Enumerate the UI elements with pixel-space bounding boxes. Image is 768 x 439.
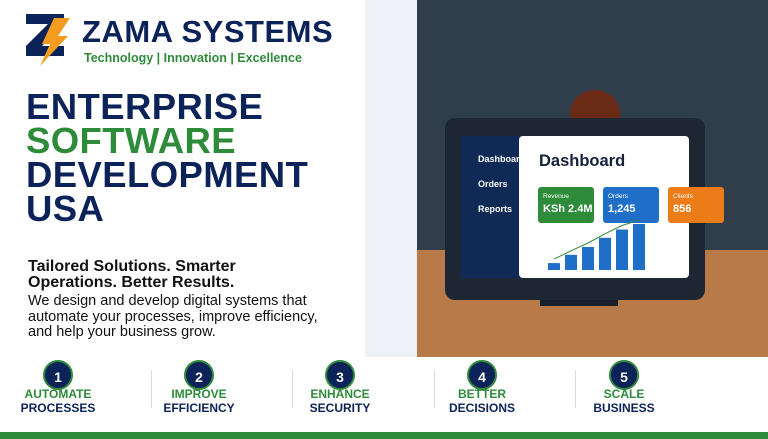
headline-line-3: DEVELOPMENT bbox=[26, 154, 309, 195]
revenue-card: Revenue KSh 2.4M bbox=[538, 187, 594, 223]
orders-card: Orders 1,245 bbox=[603, 187, 659, 223]
revenue-value: KSh 2.4M bbox=[543, 203, 593, 215]
chart-bar bbox=[599, 237, 611, 270]
step-5-number: 5 bbox=[609, 360, 639, 390]
step-divider bbox=[151, 370, 152, 408]
step-3-line-2: SECURITY bbox=[309, 401, 371, 415]
step-divider bbox=[292, 370, 293, 408]
revenue-label: Revenue bbox=[543, 193, 570, 200]
step-5-line-1: SCALE bbox=[603, 387, 645, 401]
orders-value: 1,245 bbox=[608, 203, 636, 215]
step-2: 2 IMPROVE EFFICIENCY bbox=[139, 360, 259, 415]
step-1-line-1: AUTOMATE bbox=[24, 387, 92, 401]
step-2-line-1: IMPROVE bbox=[171, 387, 227, 401]
chart-trend-line bbox=[553, 220, 640, 260]
step-4-line-1: BETTER bbox=[458, 387, 506, 401]
chart-bar bbox=[616, 229, 628, 270]
headline-line-4: USA bbox=[26, 188, 105, 229]
step-3-number: 3 bbox=[325, 360, 355, 390]
step-5: 5 SCALE BUSINESS bbox=[564, 360, 684, 415]
clients-label: Clients bbox=[673, 193, 693, 200]
bottom-accent-bar bbox=[0, 432, 768, 439]
nav-item-reports: Reports bbox=[478, 204, 513, 214]
step-2-number: 2 bbox=[184, 360, 214, 390]
step-2-line-2: EFFICIENCY bbox=[163, 401, 235, 415]
dashboard-bar-chart bbox=[548, 220, 645, 270]
dashboard-title: Dashboard bbox=[539, 152, 626, 170]
step-divider bbox=[434, 370, 435, 408]
brand-name: ZAMA SYSTEMS bbox=[82, 14, 334, 49]
clients-card: Clients 856 bbox=[668, 187, 724, 223]
step-1: 1 AUTOMATE PROCESSES bbox=[0, 360, 118, 415]
step-4-number: 4 bbox=[467, 360, 497, 390]
zama-logo-icon bbox=[26, 14, 70, 66]
background-strip bbox=[365, 0, 417, 357]
chart-bar bbox=[565, 254, 577, 270]
step-5-line-2: BUSINESS bbox=[593, 401, 655, 415]
step-divider bbox=[575, 370, 576, 408]
monitor-stand bbox=[540, 300, 618, 306]
brand-tagline: Technology | Innovation | Excellence bbox=[84, 51, 302, 65]
step-4-line-2: DECISIONS bbox=[448, 401, 515, 415]
nav-item-dashboard: Dashboard bbox=[478, 154, 526, 164]
nav-item-orders: Orders bbox=[478, 179, 508, 189]
description: We design and develop digital systems th… bbox=[28, 293, 318, 340]
chart-bar bbox=[582, 247, 594, 270]
step-3: 3 ENHANCE SECURITY bbox=[280, 360, 400, 415]
headline-line-2: SOFTWARE bbox=[26, 120, 237, 161]
headline-line-1: ENTERPRISE bbox=[26, 86, 264, 127]
step-1-line-2: PROCESSES bbox=[20, 401, 96, 415]
orders-label: Orders bbox=[608, 193, 628, 200]
step-3-line-1: ENHANCE bbox=[310, 387, 370, 401]
chart-bar bbox=[548, 263, 560, 270]
chart-bar bbox=[633, 224, 645, 270]
page-headline: ENTERPRISE SOFTWARE DEVELOPMENT USA bbox=[26, 86, 309, 229]
clients-value: 856 bbox=[673, 203, 692, 215]
step-1-number: 1 bbox=[43, 360, 73, 390]
hero-illustration: Dashboard Orders Reports Dashboard Reven… bbox=[365, 0, 768, 357]
subheadline: Tailored Solutions. Smarter Operations. … bbox=[28, 258, 236, 291]
step-4: 4 BETTER DECISIONS bbox=[422, 360, 542, 415]
